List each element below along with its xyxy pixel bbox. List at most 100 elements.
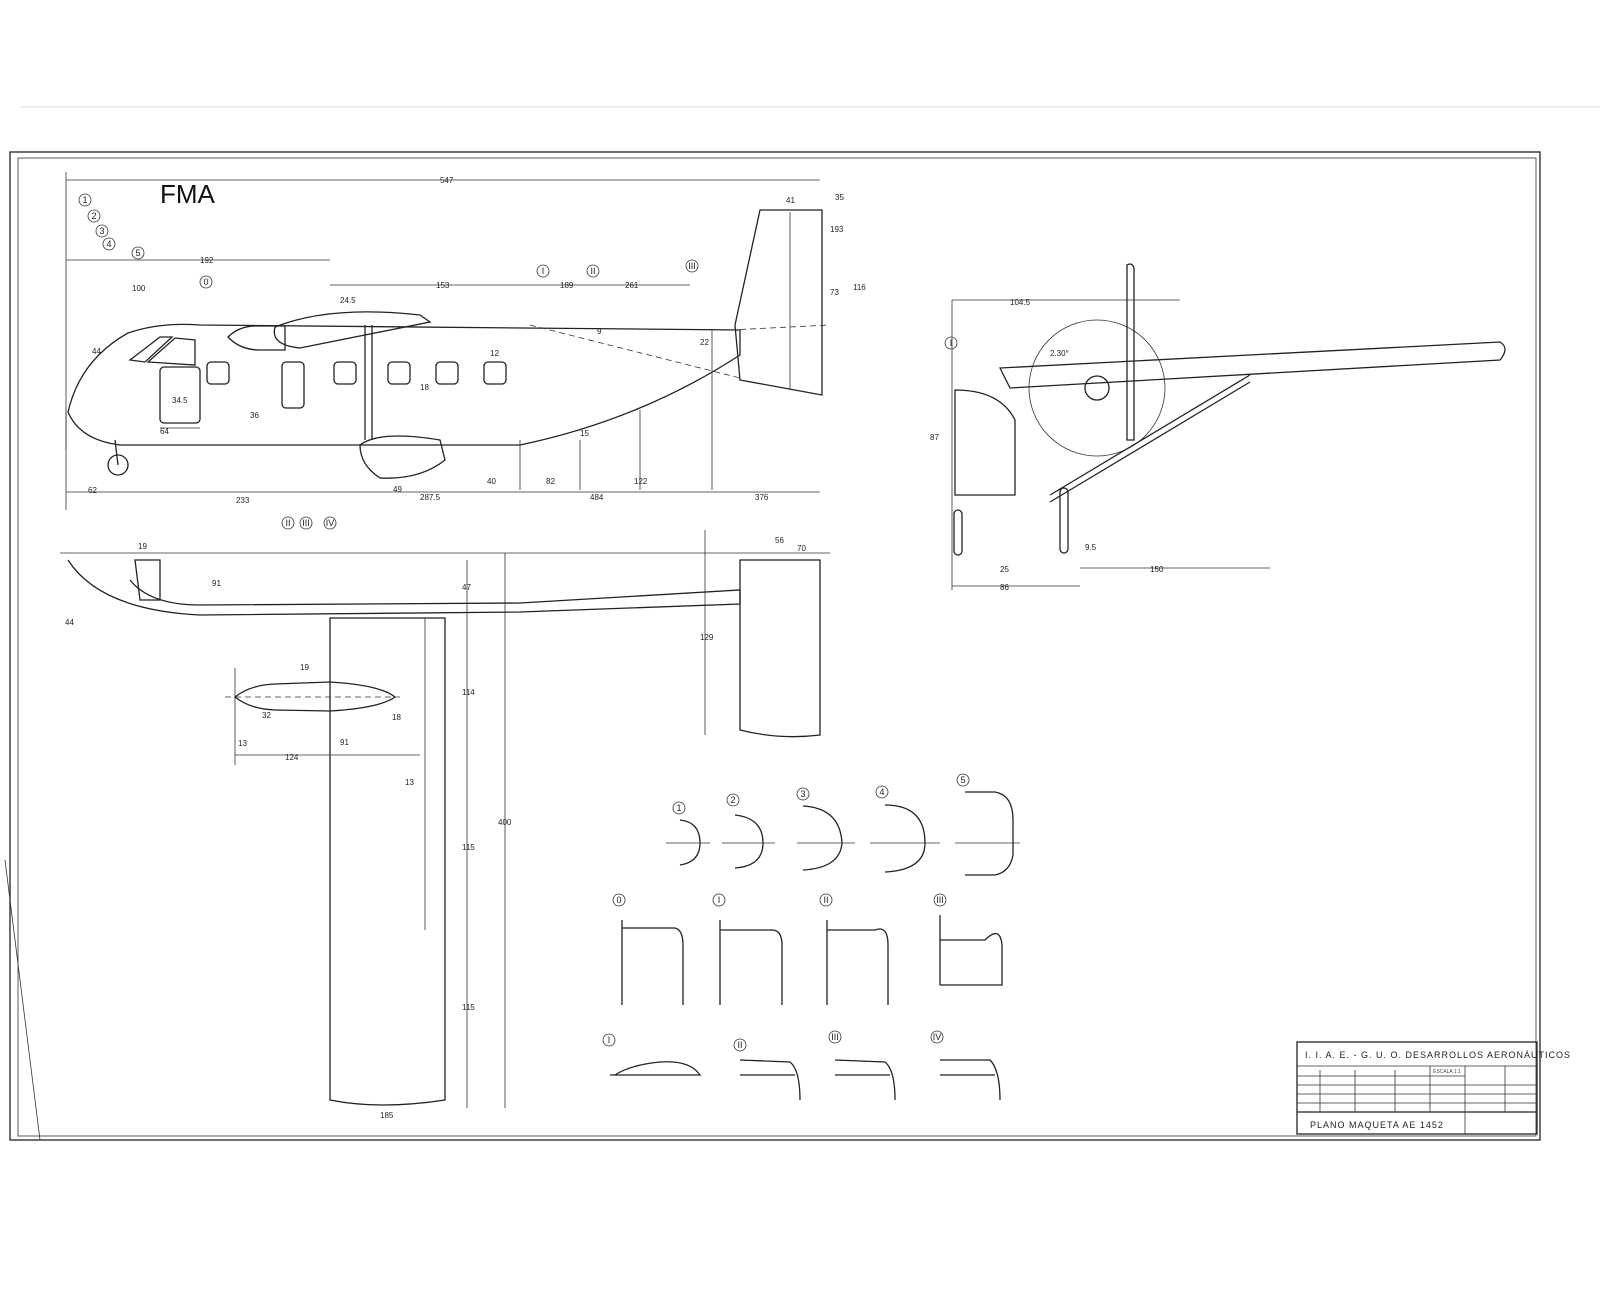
spinner xyxy=(1084,375,1110,401)
section-marker-4: 4 xyxy=(106,239,111,249)
section-marker-1: 1 xyxy=(82,195,87,205)
section-marker-II: II xyxy=(590,266,595,276)
dim-label: 19 xyxy=(300,663,309,672)
dim-label: 82 xyxy=(546,477,555,486)
dim-label: 91 xyxy=(340,738,349,747)
fuselage-sections: 0 I II III xyxy=(612,893,1003,1005)
wing-front xyxy=(998,341,1506,389)
dim-label: 376 xyxy=(755,493,769,502)
wing-side xyxy=(273,311,432,349)
section-label: 5 xyxy=(960,775,965,785)
dim-label: 484 xyxy=(590,493,604,502)
dim-label: 153 xyxy=(436,281,450,290)
section-label: 0 xyxy=(616,895,621,905)
dim-label: 47 xyxy=(462,583,471,592)
section-marker-0: 0 xyxy=(203,277,208,287)
fuselage-side xyxy=(67,323,741,446)
fuselage-plan xyxy=(67,559,741,616)
dim-label: 100 xyxy=(132,284,146,293)
dim-label: 13 xyxy=(238,739,247,748)
front-view: I 104.5 87 25 86 150 2.30° 9.5 xyxy=(930,263,1506,592)
section-marker-2: 2 xyxy=(91,211,96,221)
dim-label: 122 xyxy=(634,477,648,486)
section-marker-3: 3 xyxy=(99,226,104,236)
nacelle-plan-view: 19 18 13 32 91 124 xyxy=(225,663,420,765)
main-gear-pod xyxy=(359,435,446,479)
dim-label: 185 xyxy=(380,1111,394,1120)
dim-label: 287.5 xyxy=(420,493,441,502)
horizontal-stabilizer xyxy=(739,559,821,738)
title-block: I. I. A. E. - G. U. O. DESARROLLOS AERON… xyxy=(1296,1041,1571,1135)
dim-label: 115 xyxy=(462,1003,475,1012)
section-label: 1 xyxy=(676,803,681,813)
dim-label: 91 xyxy=(212,579,221,588)
dim-label: 49 xyxy=(393,485,402,494)
dim-label: 36 xyxy=(250,411,259,420)
dim-label: 64 xyxy=(160,427,169,436)
propeller-disc xyxy=(1028,319,1166,457)
dim-label: 150 xyxy=(1150,565,1164,574)
propeller-blade xyxy=(1126,263,1135,441)
drawing-frame xyxy=(9,151,1541,1141)
dim-label: 129 xyxy=(700,633,714,642)
dim-label: 87 xyxy=(930,433,939,442)
frame-edge-mark xyxy=(4,859,41,1141)
dim-label: 18 xyxy=(420,383,429,392)
cabin-door xyxy=(159,366,201,424)
dim-label: 44 xyxy=(65,618,74,627)
section-label: 4 xyxy=(879,787,884,797)
dim-label: 193 xyxy=(830,225,844,234)
dim-label: 114 xyxy=(462,688,475,697)
wing-plan xyxy=(329,617,446,1106)
section-label: 3 xyxy=(800,789,805,799)
dim-label: 261 xyxy=(625,281,639,290)
section-marker-5: 5 xyxy=(135,248,140,258)
section-label: II xyxy=(737,1040,742,1050)
title-block-header: I. I. A. E. - G. U. O. DESARROLLOS AERON… xyxy=(1305,1050,1571,1060)
dim-label: 400 xyxy=(498,818,512,827)
dim-label: 70 xyxy=(797,544,806,553)
dim-label: 9.5 xyxy=(1085,543,1097,552)
engine-nacelle-side xyxy=(227,325,286,351)
dim-label: 12 xyxy=(490,349,499,358)
dim-label: 233 xyxy=(236,496,250,505)
dim-label: 35 xyxy=(835,193,844,202)
wing-strut xyxy=(1049,374,1251,496)
dim-label: 44 xyxy=(92,347,101,356)
section-label: III xyxy=(936,895,944,905)
section-label: I xyxy=(608,1035,611,1045)
section-marker-III-plan: III xyxy=(302,518,310,528)
main-wheel-front xyxy=(1059,487,1069,554)
wing-profile-sections: I II III IV xyxy=(602,1030,1001,1101)
fma-logo: FMA xyxy=(160,179,216,209)
plan-view: II III IV 47 129 114 115 115 400 44 56 7… xyxy=(60,516,830,1120)
dim-label: 2.30° xyxy=(1050,349,1069,358)
dim-label: 124 xyxy=(285,753,299,762)
dim-label: 24.5 xyxy=(340,296,356,305)
section-label: IV xyxy=(933,1032,942,1042)
section-marker-III: III xyxy=(688,261,696,271)
tail-fin xyxy=(734,209,823,396)
dim-label: 19 xyxy=(138,542,147,551)
section-label: II xyxy=(823,895,828,905)
drawing-inner-frame xyxy=(17,157,1537,1137)
dim-label: 86 xyxy=(1000,583,1009,592)
section-marker-I: I xyxy=(542,266,545,276)
dim-label: 104.5 xyxy=(1010,298,1031,307)
dim-label: 547 xyxy=(440,176,454,185)
dim-label: 13 xyxy=(405,778,414,787)
section-marker-I-front: I xyxy=(950,338,953,348)
nose-wheel-front xyxy=(953,509,963,556)
dim-label: 62 xyxy=(88,486,97,495)
nose-wheel xyxy=(107,454,129,476)
dim-label: 32 xyxy=(262,711,271,720)
section-marker-IV-plan: IV xyxy=(326,518,335,528)
title-block-scale: ESCALA 1:1 xyxy=(1433,1069,1461,1075)
section-label: III xyxy=(831,1032,839,1042)
dim-label: 189 xyxy=(560,281,574,290)
section-label: I xyxy=(718,895,721,905)
side-view: 1 2 3 4 5 0 I II III 547 192 153 189 261… xyxy=(65,172,866,510)
fuselage-front xyxy=(954,389,1016,496)
dim-label: 41 xyxy=(786,196,795,205)
